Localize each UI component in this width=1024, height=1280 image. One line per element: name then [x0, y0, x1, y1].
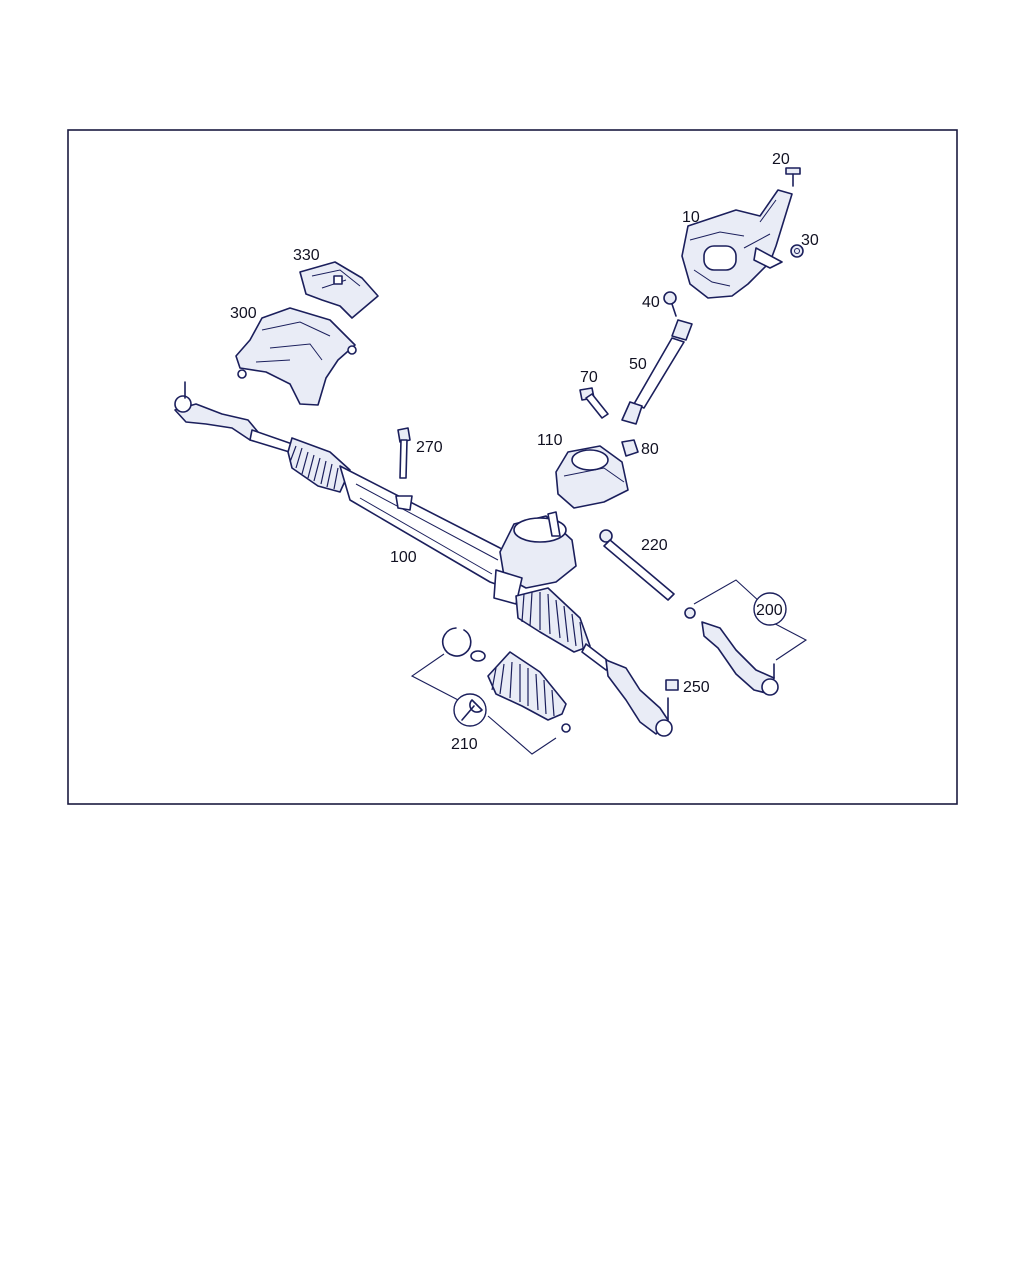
callout-200: 200: [756, 602, 783, 619]
part-330-heat-shield-cover[interactable]: [299, 261, 379, 319]
callout-330: 330: [293, 247, 320, 264]
callout-20: 20: [772, 151, 790, 168]
callout-110: 110: [537, 432, 563, 449]
callout-270: 270: [416, 439, 443, 456]
part-220-inner-tie-rod[interactable]: [599, 529, 675, 601]
callout-220: 220: [641, 537, 668, 554]
part-250-nut[interactable]: [665, 679, 679, 691]
callout-100: 100: [390, 549, 417, 566]
part-200-tie-rod-end[interactable]: [684, 607, 779, 696]
callout-10: 10: [682, 209, 700, 226]
part-40-bolt[interactable]: [663, 291, 677, 317]
part-70-bolt[interactable]: [579, 387, 609, 419]
part-30-nut[interactable]: [790, 244, 804, 258]
callout-210: 210: [451, 736, 478, 753]
callout-70: 70: [580, 369, 598, 386]
part-50-intermediate-shaft[interactable]: [621, 319, 693, 425]
part-110-cover[interactable]: [555, 445, 629, 509]
part-80-nut[interactable]: [621, 439, 639, 457]
callout-80: 80: [641, 441, 659, 458]
part-210-bellows-kit[interactable]: [441, 627, 571, 733]
part-100-steering-rack[interactable]: [174, 381, 673, 737]
diagram-frame: [67, 129, 958, 805]
part-300-heat-shield[interactable]: [235, 307, 357, 406]
callout-300: 300: [230, 305, 257, 322]
callout-30: 30: [801, 232, 819, 249]
callout-40: 40: [642, 294, 660, 311]
callout-50: 50: [629, 356, 647, 373]
callout-200-circle: [753, 592, 787, 626]
part-20-bolt[interactable]: [785, 167, 801, 187]
part-10-steering-column[interactable]: [681, 189, 793, 299]
callout-250: 250: [683, 679, 710, 696]
wrench-icon: [453, 693, 487, 727]
part-270-bolt[interactable]: [397, 427, 411, 479]
